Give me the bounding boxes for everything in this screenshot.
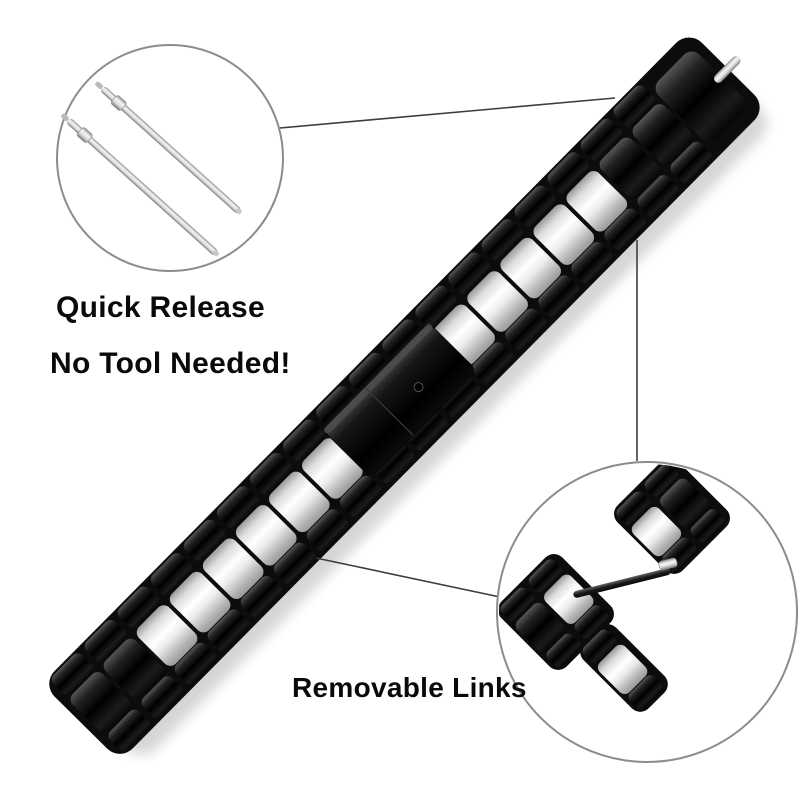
no-tool-needed-label: No Tool Needed! [50, 347, 291, 380]
band-link-outer [505, 308, 547, 351]
band-link-outer [349, 352, 391, 395]
band-link-outer [51, 653, 94, 696]
band-link-outer [174, 642, 217, 685]
band-link-outer [448, 252, 490, 295]
band-link-center [169, 571, 231, 633]
band-link-outer [406, 409, 448, 451]
spring-bar-pin [61, 113, 219, 257]
band-link-center [566, 171, 628, 232]
band-link-outer [183, 519, 226, 562]
band-link-center [533, 204, 595, 265]
callout-line-quick-release [279, 97, 616, 129]
end-spring-bar [714, 56, 741, 83]
band-link-outer [439, 375, 481, 418]
band-end-link [655, 51, 746, 142]
band-link-outer [117, 586, 160, 629]
band-link-center [202, 538, 264, 599]
band-link-center [599, 137, 661, 199]
band-link-outer [306, 509, 349, 551]
clasp-release-hole [413, 382, 424, 393]
band-link-center [70, 672, 132, 733]
band-link-outer [382, 319, 424, 361]
spare-link-segment [580, 624, 668, 712]
band-link-outer [250, 452, 292, 495]
band-link-outer [316, 386, 358, 428]
band-link-outer [373, 442, 415, 485]
band-link-center [500, 237, 561, 299]
band-link-outer [240, 576, 283, 618]
band-link-center [269, 471, 330, 533]
band-link-center [235, 505, 297, 566]
spring-bar-pin [95, 81, 242, 215]
quick-release-inset-circle [56, 44, 284, 272]
callout-line-removable-left [315, 557, 501, 598]
band-link-outer [472, 342, 514, 384]
band-link-outer [670, 141, 713, 184]
band-link-outer [207, 609, 250, 652]
band-link-outer [217, 486, 259, 529]
band-link-outer [514, 185, 557, 228]
removable-links-label: Removable Links [292, 672, 527, 703]
band-link-outer [613, 85, 656, 128]
removable-links-inset-circle [496, 461, 798, 763]
band-link-outer [580, 118, 623, 161]
band-link-outer [108, 709, 151, 752]
watch-band [49, 37, 767, 756]
spare-link-segment [499, 554, 614, 670]
band-link-outer [340, 475, 382, 518]
band-link-outer [538, 275, 580, 318]
band-link-center [103, 638, 165, 700]
band-link-outer [84, 620, 127, 662]
link-pin-sleeve [658, 557, 678, 571]
band-link-outer [150, 553, 193, 595]
band-link-outer [571, 241, 613, 284]
band-link-outer [141, 676, 184, 718]
quick-release-label: Quick Release [56, 291, 266, 324]
band-link-outer [273, 542, 316, 585]
band-clasp [324, 324, 474, 475]
band-link-outer [547, 152, 590, 194]
band-link-center [632, 104, 694, 165]
link-pin-tool [573, 568, 671, 598]
band-link-outer [481, 219, 524, 261]
band-link-outer [604, 208, 647, 251]
band-link-outer [283, 419, 325, 462]
band-link-outer [637, 175, 680, 217]
band-link-outer [415, 285, 457, 328]
band-link-center [136, 605, 198, 666]
band-link-center [467, 271, 528, 332]
removable-links-contents [499, 464, 730, 712]
